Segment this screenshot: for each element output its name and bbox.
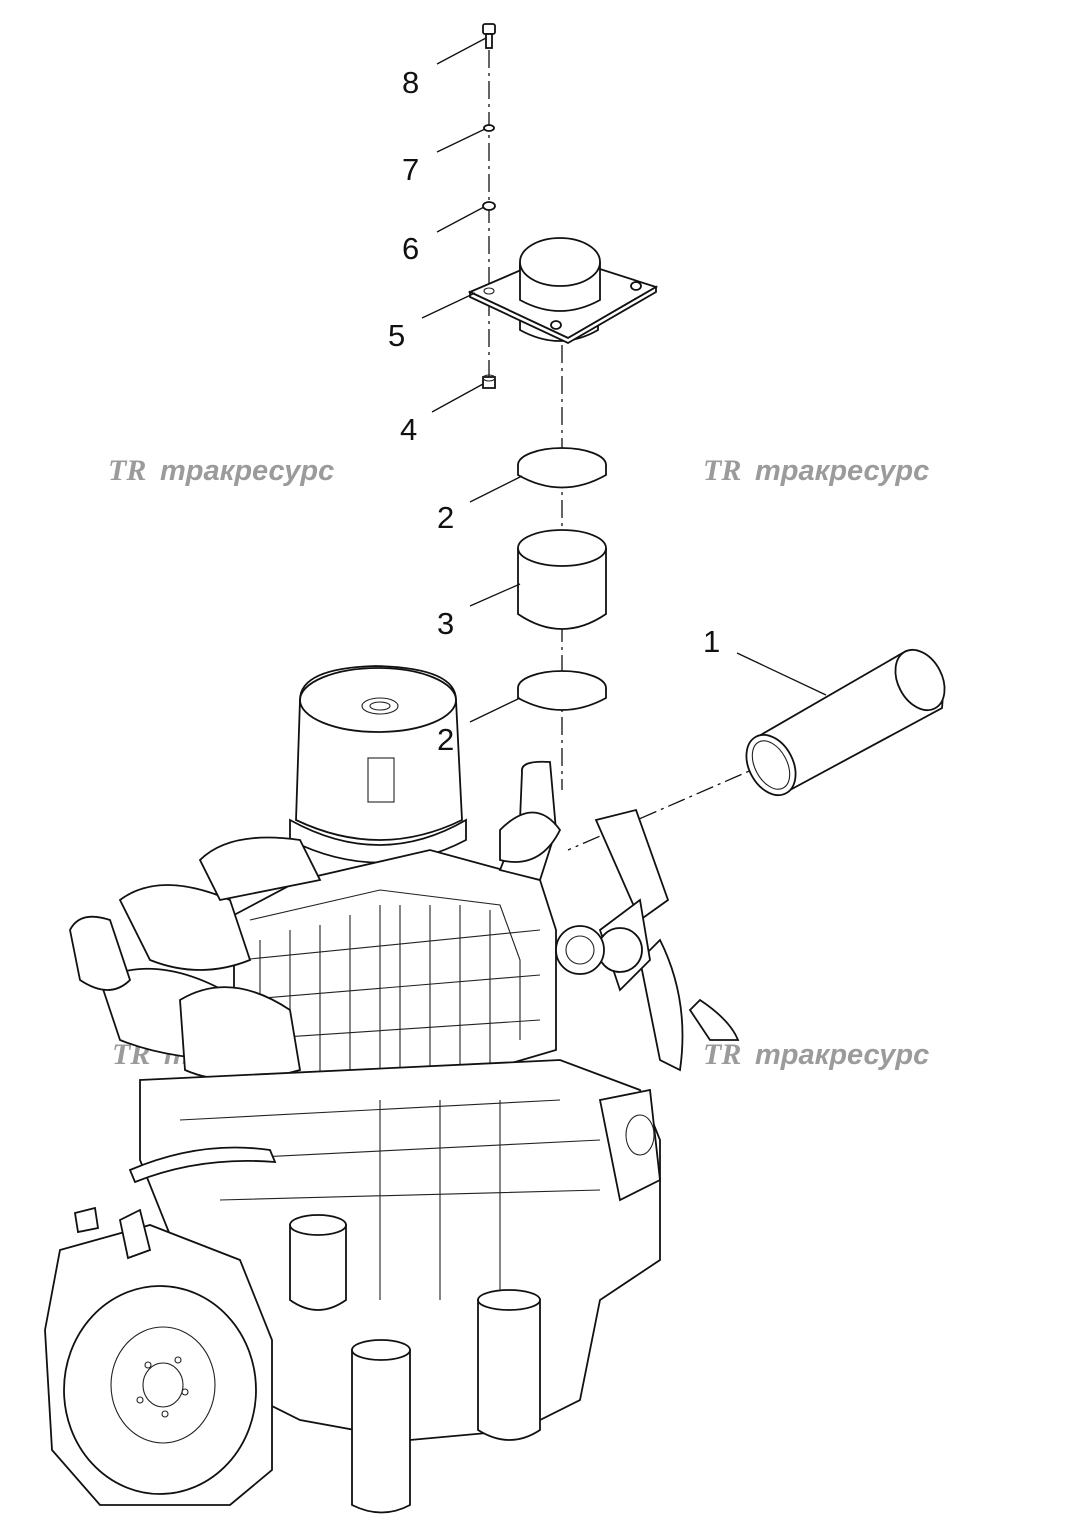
callout-6: 6 (402, 231, 419, 266)
leader-lines (379, 37, 827, 723)
callout-labels: 8 7 6 5 4 2 3 1 2 (388, 65, 720, 757)
watermark-text: тракресурс (755, 1039, 929, 1071)
callout-3: 3 (437, 606, 454, 641)
watermark-bottom-right: TR тракресурс (703, 1038, 929, 1071)
washer-part-6 (482, 201, 496, 211)
callout-8: 8 (402, 65, 419, 100)
washer-part-7 (483, 124, 495, 132)
callout-2-upper: 2 (437, 500, 454, 535)
callout-1: 1 (703, 624, 720, 659)
nut-part-4 (482, 374, 496, 389)
watermark-top-left: TR тракресурс (108, 454, 334, 487)
callout-4: 4 (400, 412, 417, 447)
watermark-top-right: TR тракресурс (703, 454, 929, 487)
flange-adapter-part-5 (467, 237, 659, 345)
callout-7: 7 (402, 152, 419, 187)
watermark-text: тракресурс (755, 455, 929, 487)
clamp-ring-part-2-lower (517, 670, 607, 711)
engine-assembly (44, 665, 740, 1514)
callout-5: 5 (388, 318, 405, 353)
watermark-logo: TR (703, 1038, 741, 1071)
pipe-axis (567, 761, 771, 851)
sleeve-part-3 (517, 529, 607, 630)
clamp-ring-part-2-upper (517, 447, 607, 489)
callout-2-lower: 2 (437, 722, 454, 757)
watermark-text: тракресурс (160, 455, 334, 487)
bolt-part-8 (482, 23, 496, 49)
pipe-part-1 (745, 649, 946, 796)
watermark-logo: TR (703, 454, 741, 487)
watermark-logo: TR (108, 454, 146, 487)
